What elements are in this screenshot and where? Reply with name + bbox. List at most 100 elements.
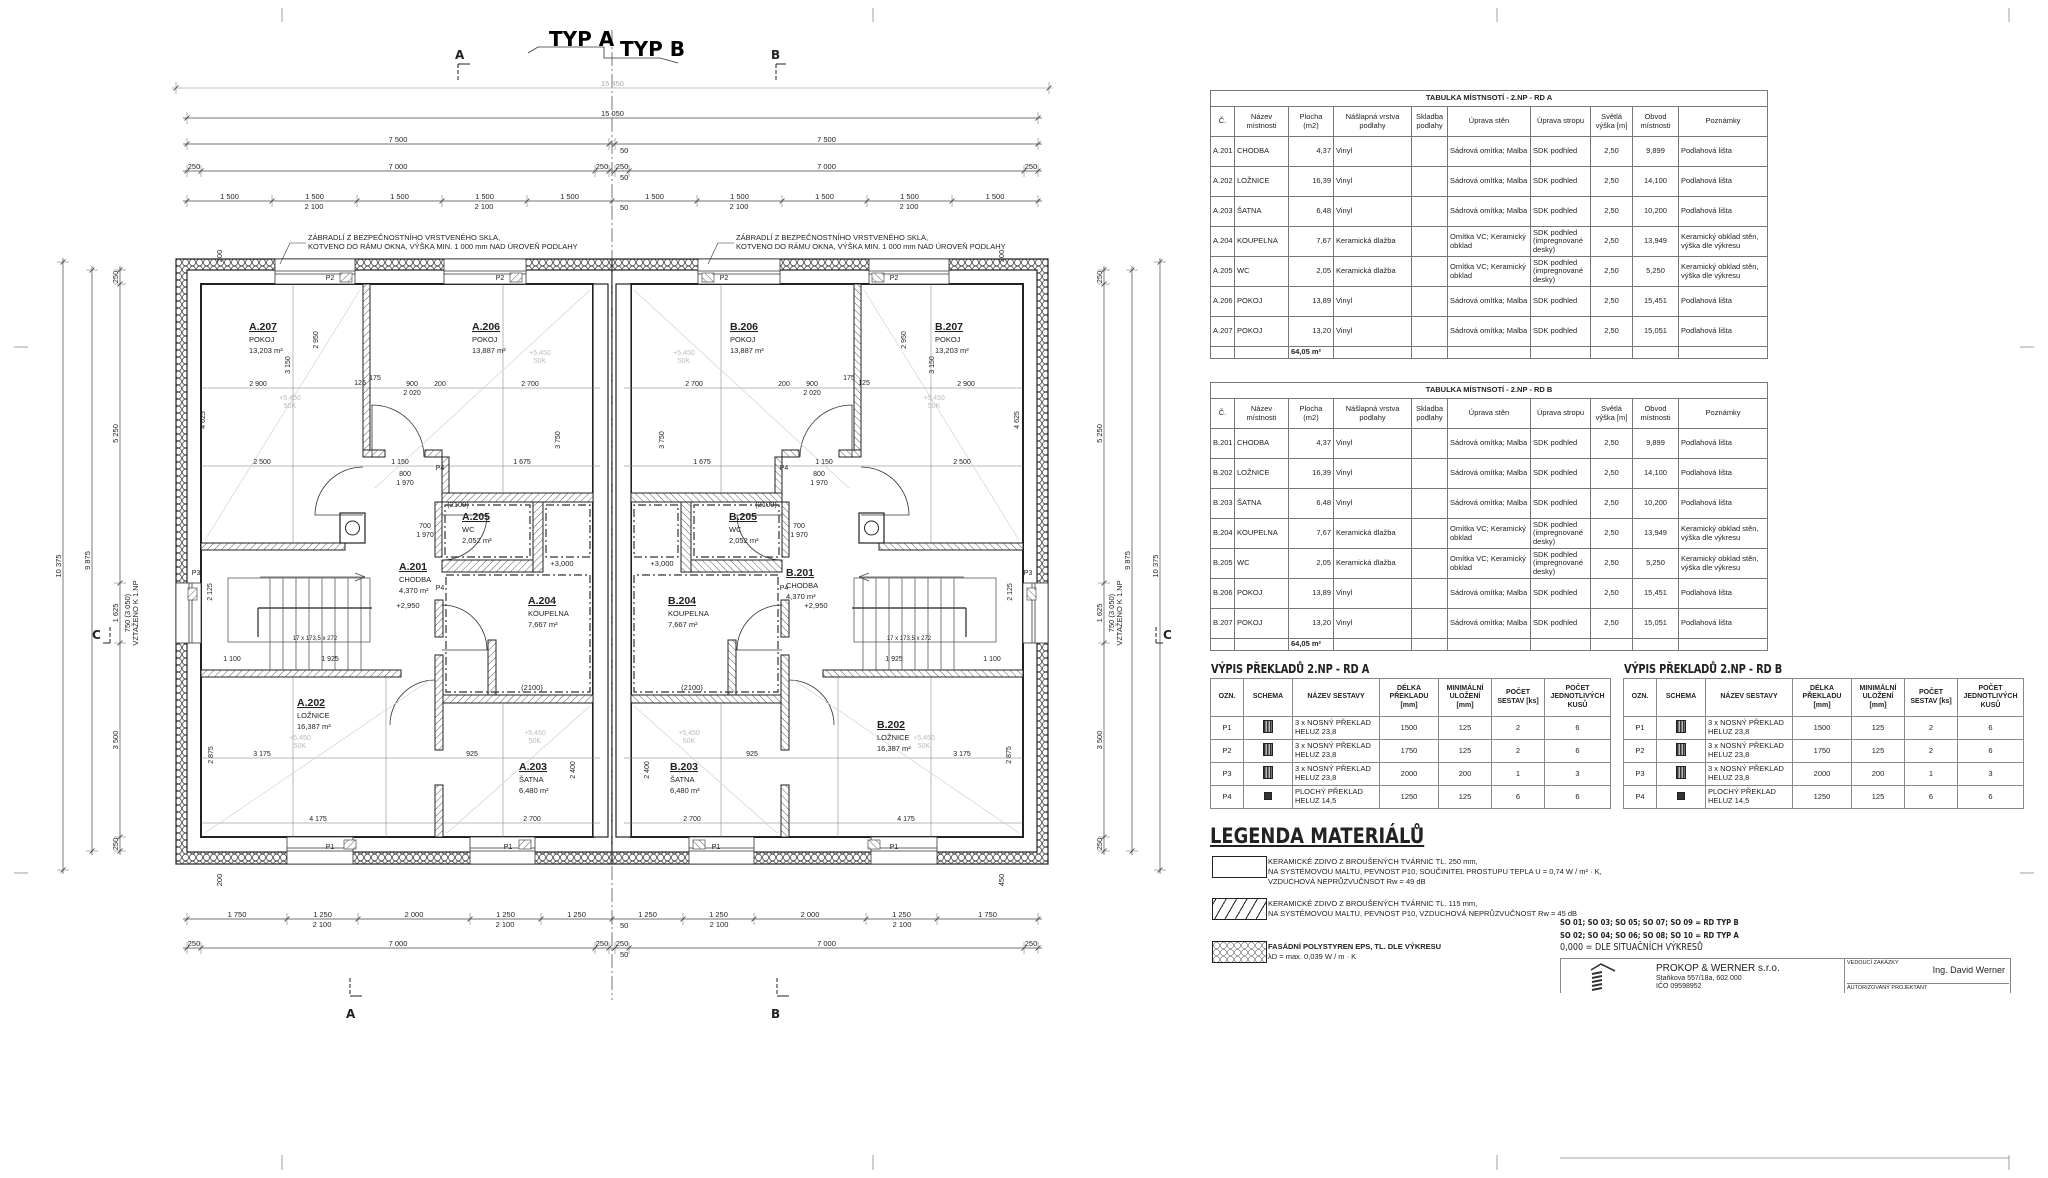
legend-text-eps-insulation: FASÁDNÍ POLYSTYREN EPS, TL. DLE VÝKRESU … (1268, 942, 1441, 962)
table-cell: 3 x NOSNÝ PŘEKLAD HELUZ 23,8 (1705, 762, 1793, 786)
dimension-label: 2 700 (683, 816, 701, 823)
column-header: Obvod místnosti (1632, 106, 1679, 137)
dimension-label: 1 150 (815, 459, 833, 466)
dimension-label: 1 500 (475, 192, 494, 201)
room-area: 13,203 m² (249, 346, 283, 355)
lead-label: VEDOUCÍ ZAKÁZKY (1847, 960, 1899, 966)
lintel-mark: P2 (496, 275, 505, 282)
table-cell: 14,100 (1632, 166, 1679, 197)
dimension-label: 250 (616, 939, 629, 948)
table-cell: 2 (1904, 739, 1958, 763)
lintel-mark: P3 (192, 570, 201, 577)
ceiling-level-mark: 50K (284, 403, 297, 410)
table-cell: 3 (1544, 762, 1611, 786)
table-cell: 15,451 (1632, 286, 1679, 317)
dimension-label: 250 (1095, 271, 1104, 284)
dimension-label: 9 875 (1123, 551, 1132, 570)
table-cell (1411, 488, 1448, 519)
table-cell: 1750 (1792, 739, 1852, 763)
table-cell: 2 (1904, 716, 1958, 740)
dimension-label: 50 (620, 203, 628, 212)
section-mark-c-left: C (92, 628, 101, 642)
dimension-label: 1 250 (496, 910, 515, 919)
table-cell: Keramická dlažba (1333, 548, 1412, 579)
table-cell: Vinyl (1333, 286, 1412, 317)
table-cell: P4 (1623, 785, 1657, 809)
table-cell (1411, 196, 1448, 227)
dimension-label: 50 (620, 950, 628, 959)
table-cell: Sádrová omítka; Malba (1447, 196, 1531, 227)
table-cell: Vinyl (1333, 428, 1412, 459)
table-cell: Sádrová omítka; Malba (1447, 166, 1531, 197)
table-cell: CHODBA (1234, 428, 1289, 459)
table-cell: B.202 (1210, 458, 1235, 489)
niche-mark: (2100) (521, 683, 543, 692)
column-header: Úprava stropu (1530, 106, 1591, 137)
table-cell: Vinyl (1333, 316, 1412, 347)
lintel-table-a-title: VÝPIS PŘEKLADŮ 2.NP - RD A (1211, 662, 1370, 676)
room-name: LOŽNICE (877, 733, 910, 742)
dimension-label: 2 100 (496, 920, 515, 929)
dimension-label: 750 (3 050) (1107, 593, 1116, 632)
table-cell: P3 (1623, 762, 1657, 786)
dimension-label: 2 100 (900, 202, 919, 211)
dimension-label: 200 (997, 250, 1006, 263)
room-number: A.201 (399, 561, 427, 573)
table-cell (1411, 608, 1448, 639)
table-cell: 6,48 (1288, 488, 1334, 519)
table-cell: 2,50 (1590, 256, 1633, 287)
table-cell: Sádrová omítka; Malba (1447, 428, 1531, 459)
table-cell: 2,50 (1590, 166, 1633, 197)
dimension-label: 1 500 (900, 192, 919, 201)
table-cell: Sádrová omítka; Malba (1447, 286, 1531, 317)
railing-note-a-line2: KOTVENO DO RÁMU OKNA, VÝŠKA MIN. 1 000 m… (308, 242, 578, 251)
total-area: 64,05 m² (1288, 346, 1334, 359)
table-cell: Vinyl (1333, 458, 1412, 489)
legend-line: λD = max. 0,039 W / m · K (1268, 952, 1357, 961)
room-number: A.205 (462, 511, 490, 523)
table-cell: 15,051 (1632, 608, 1679, 639)
dimension-label: 3 150 (285, 356, 292, 374)
table-cell: 2 (1491, 739, 1545, 763)
dimension-label: 2 000 (801, 910, 820, 919)
table-cell: 6 (1491, 785, 1545, 809)
table-cell: 2,50 (1590, 428, 1633, 459)
table-cell: 15,451 (1632, 578, 1679, 609)
level-mark: +2,950 (396, 601, 419, 610)
table-cell: B.205 (1210, 548, 1235, 579)
table-cell: 2,50 (1590, 548, 1633, 579)
title-block-responsibles: VEDOUCÍ ZAKÁZKY Ing. David Werner AUTORI… (1844, 959, 2011, 993)
room-area: 4,370 m² (786, 592, 816, 601)
railing-note-b-line2: KOTVENO DO RÁMU OKNA, VÝŠKA MIN. 1 000 m… (736, 242, 1006, 251)
column-header: SCHEMA (1656, 678, 1706, 717)
column-header: OZN. (1623, 678, 1657, 717)
total-area: 64,05 m² (1288, 638, 1334, 651)
table-cell: B.207 (1210, 608, 1235, 639)
dimension-label: 250 (596, 939, 609, 948)
dimension-label: 1 970 (396, 480, 414, 487)
dimension-label: 4 625 (200, 411, 207, 429)
table-cell: 6 (1544, 739, 1611, 763)
authorized-designer-label: AUTORIZOVANÝ PROJEKTANT (1847, 983, 2009, 991)
table-cell: Podlahová lišta (1677, 488, 1769, 519)
legend-swatch-eps-insulation (1212, 941, 1267, 963)
table-cell: SDK podhled (impregnované desky) (1530, 548, 1591, 579)
table-cell: B.201 (1210, 428, 1235, 459)
table-cell: 6 (1544, 785, 1611, 809)
table-cell: WC (1234, 548, 1289, 579)
section-mark-a-top: A (455, 48, 465, 62)
table-cell: 16,39 (1288, 458, 1334, 489)
dimension-label: 15 450 (601, 79, 624, 88)
dimension-label: 1 250 (567, 910, 586, 919)
table-cell: 2,50 (1590, 136, 1633, 167)
